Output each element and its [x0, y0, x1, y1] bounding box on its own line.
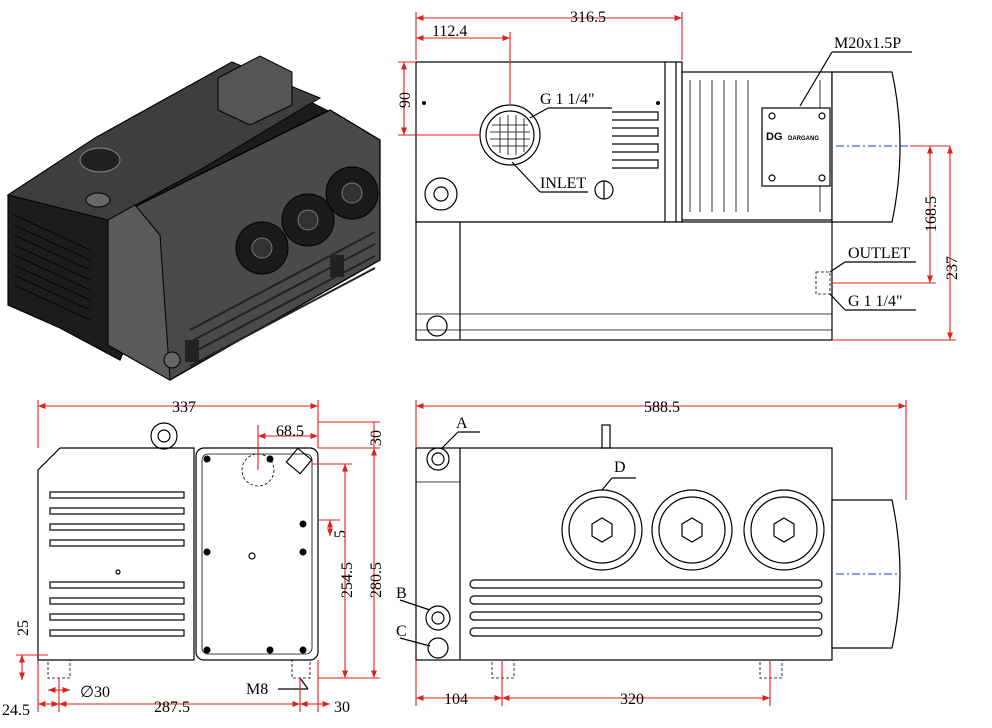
- end-lift-eye: [150, 422, 178, 450]
- top-lower-body: [415, 221, 833, 341]
- end-fins-bottom: [49, 581, 185, 637]
- brand-sub: DARGANG: [788, 136, 819, 142]
- label-inlet: INLET: [540, 175, 586, 192]
- dim-254: 254.5: [339, 562, 356, 598]
- side-fan-cover: [831, 499, 901, 649]
- iso-inlet-port: [79, 147, 121, 173]
- top-fan-cover: [831, 71, 901, 223]
- dim-588: 588.5: [644, 399, 680, 416]
- end-view: 337 68.5 30 5 254.5 280.5 25 ∅30 M8 24.5…: [2, 399, 385, 719]
- dim-287: 287.5: [154, 699, 190, 716]
- label-c: C: [396, 623, 407, 640]
- dim-316: 316.5: [570, 9, 606, 26]
- dim-24: 24.5: [2, 702, 30, 719]
- iso-end-cover: [107, 204, 171, 381]
- label-thread: M20x1.5P: [834, 35, 901, 52]
- top-view: DG DARGANG 316.5 112.4 90 168.5 237 M20x…: [397, 9, 961, 341]
- dim-hole: ∅30: [80, 684, 110, 701]
- iso-junction-box: [217, 55, 293, 126]
- end-port-hidden: [241, 453, 275, 487]
- end-housing: [37, 447, 195, 661]
- dim-280: 280.5: [368, 562, 385, 598]
- side-lift-eye: [601, 424, 611, 449]
- dim-68: 68.5: [276, 423, 304, 440]
- dim-104: 104: [444, 691, 468, 708]
- dim-90: 90: [397, 92, 414, 108]
- side-port-c: [427, 637, 449, 659]
- top-inlet-grid: [490, 115, 530, 155]
- dim-m8: M8: [246, 681, 268, 698]
- top-pump-body: [415, 61, 683, 223]
- side-port-a: [426, 447, 450, 471]
- side-view: 588.5 104 320 A D B C: [396, 399, 907, 708]
- label-a: A: [456, 415, 468, 432]
- side-slots: [469, 579, 823, 637]
- side-port-b: [425, 605, 451, 631]
- top-motor-fins: [689, 80, 821, 212]
- dim-5: 5: [332, 530, 349, 538]
- dim-320: 320: [620, 691, 644, 708]
- end-plug: [285, 447, 313, 475]
- end-fins-top: [49, 491, 185, 547]
- dim-30-top: 30: [368, 430, 385, 446]
- top-filler: [424, 177, 458, 211]
- end-cover-plate: [195, 447, 319, 661]
- iso-slots: [189, 231, 376, 367]
- isometric-view: [6, 55, 381, 381]
- brand-logo: DG: [766, 131, 783, 143]
- label-outlet-port: G 1 1/4": [848, 293, 903, 310]
- end-bolts: [203, 455, 307, 654]
- dim-237: 237: [944, 256, 961, 280]
- top-vents: [612, 111, 659, 169]
- top-drain: [426, 315, 448, 337]
- side-fans: [561, 489, 825, 571]
- label-inlet-port: G 1 1/4": [540, 91, 595, 108]
- label-outlet: OUTLET: [848, 245, 910, 262]
- top-terminal-box: [761, 107, 831, 187]
- label-b: B: [396, 585, 407, 602]
- dim-30-bottom: 30: [334, 699, 350, 716]
- dim-112: 112.4: [432, 23, 467, 40]
- iso-fins-left: [13, 214, 91, 321]
- dim-337: 337: [172, 399, 196, 416]
- dim-25: 25: [15, 620, 32, 636]
- label-d: D: [614, 459, 626, 476]
- dim-168: 168.5: [923, 196, 940, 232]
